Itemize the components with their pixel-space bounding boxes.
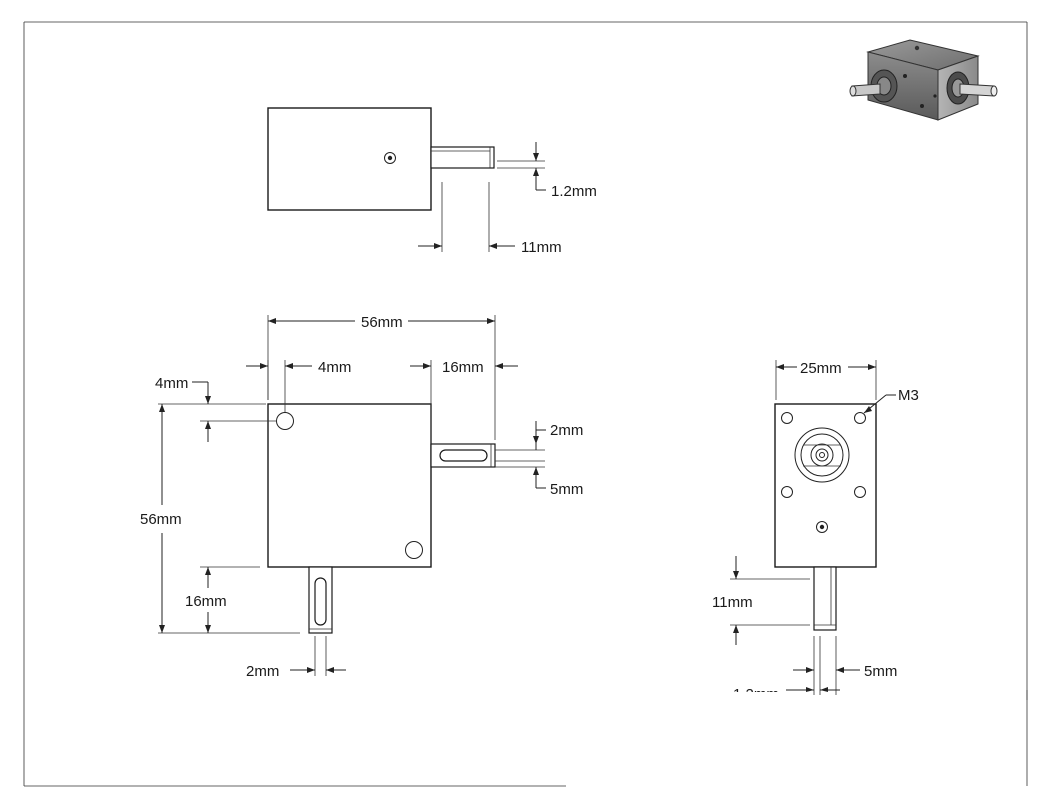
isometric-preview-image <box>849 39 998 121</box>
dim-front-hole-offset-y: 4mm <box>155 375 188 392</box>
dim-side-shaft-dia: 5mm <box>864 663 897 680</box>
dim-side-shaft-length: 11mm <box>712 594 753 611</box>
dim-front-shaft-length: 16mm <box>442 359 484 376</box>
dim-front-bottom-shaft-length: 16mm <box>185 593 227 610</box>
dim-front-hole-offset-x: 4mm <box>318 359 351 376</box>
top-view <box>267 107 546 252</box>
sheet-border <box>23 21 1028 787</box>
dim-front-height: 56mm <box>140 511 182 528</box>
dim-front-width: 56mm <box>361 314 403 331</box>
dim-side-width: 25mm <box>800 360 842 377</box>
dim-top-flat-depth: 1.2mm <box>551 183 597 200</box>
dim-side-thread: M3 <box>898 387 919 404</box>
clipped-label-group: 1.2mm <box>733 686 779 703</box>
dim-front-bottom-keyway-width: 2mm <box>246 663 279 680</box>
dim-side-flat-depth: 1.2mm <box>733 686 779 703</box>
dim-front-shaft-dia: 5mm <box>550 481 583 498</box>
side-view <box>730 360 896 695</box>
front-view <box>158 315 546 676</box>
dim-front-keyway-width: 2mm <box>550 422 583 439</box>
dim-top-shaft-length: 11mm <box>521 239 562 256</box>
